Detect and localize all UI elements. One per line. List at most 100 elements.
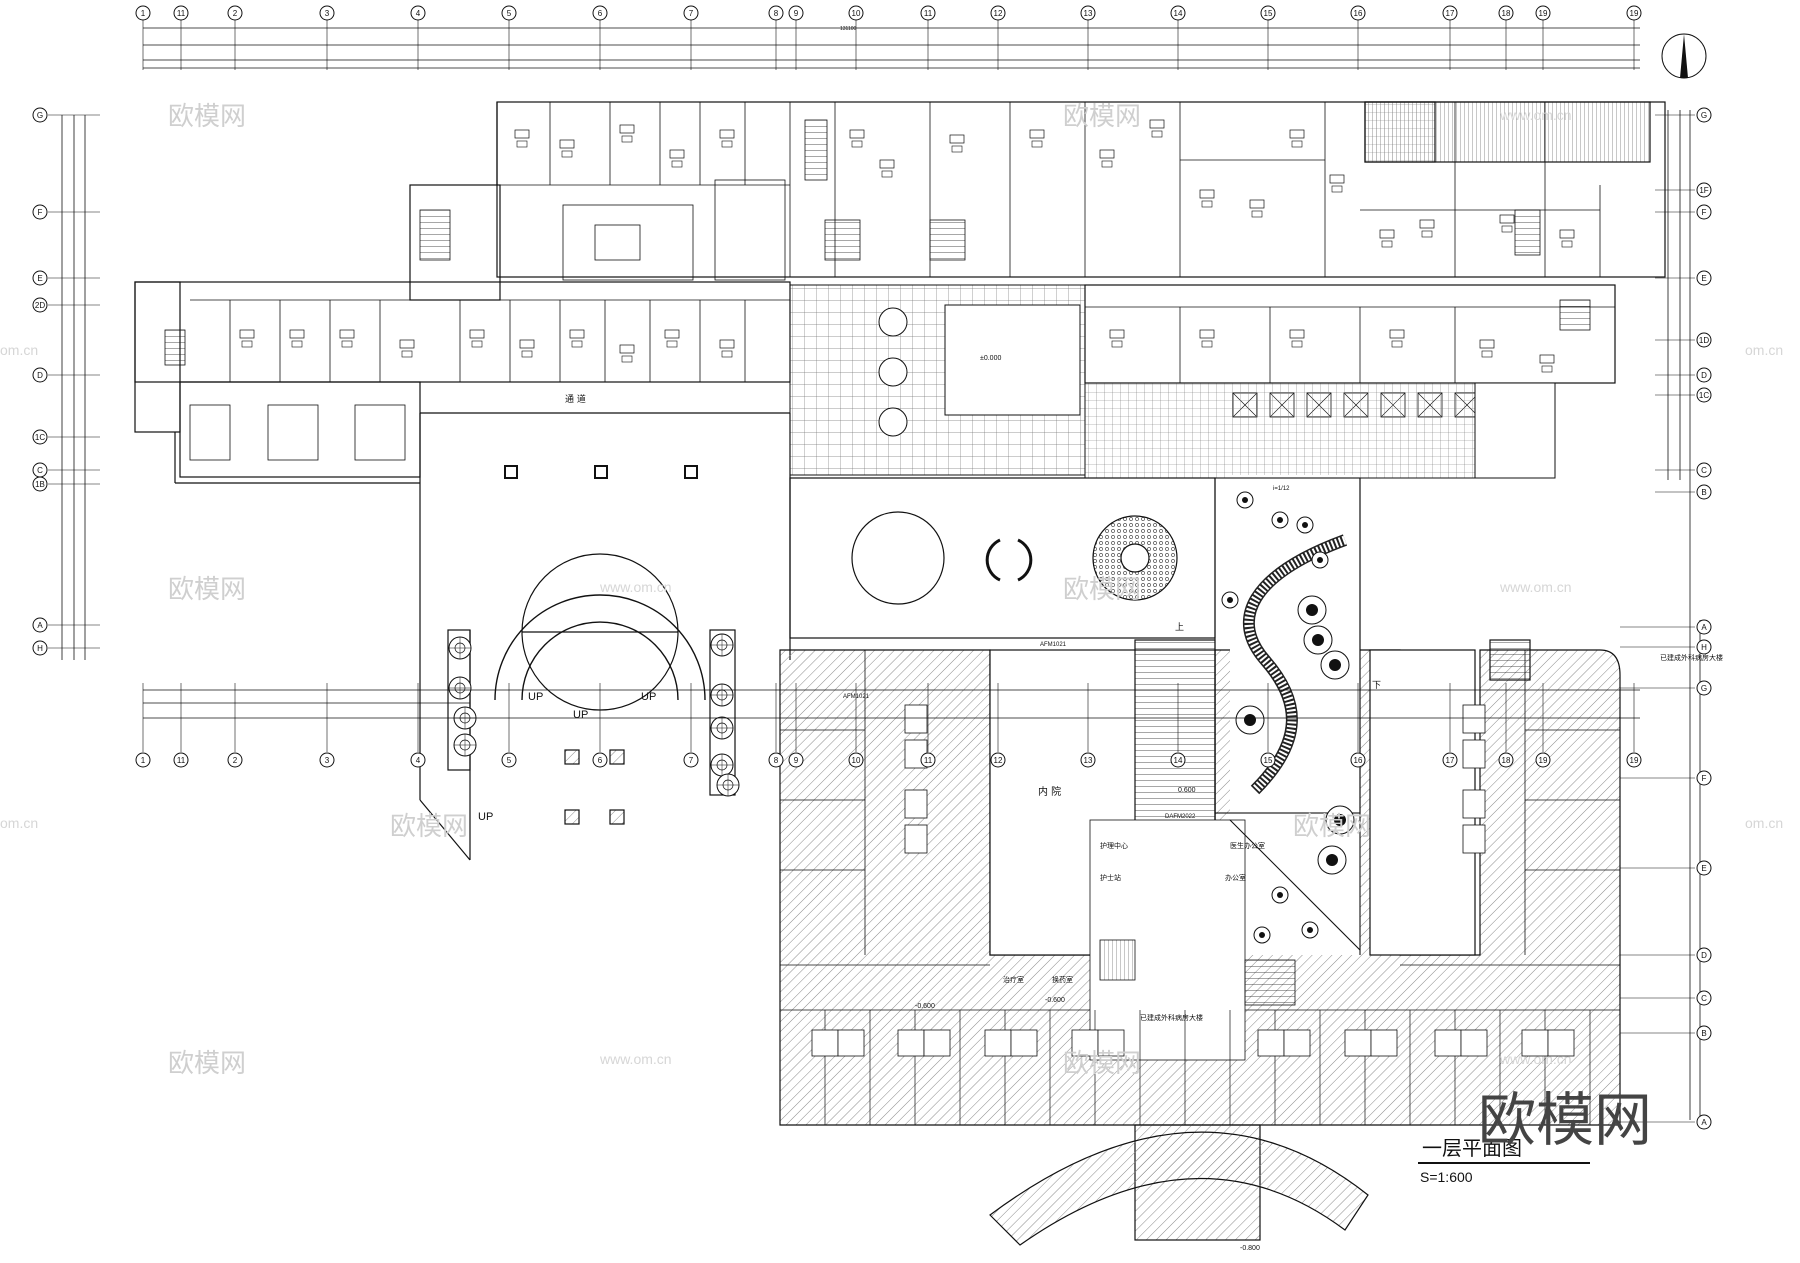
level-1: -0.600 (1045, 997, 1065, 1004)
watermark-url-5: www.om.cn (1499, 1051, 1572, 1067)
right-grid-bubble-label: E (1701, 274, 1706, 283)
courtyard-label: 内 院 (1038, 785, 1061, 798)
lower-grid-bubble: 18 (1498, 752, 1514, 768)
right-lower-grid-bubble-label: E (1701, 864, 1706, 873)
top-grid-bubble: 14 (1170, 5, 1186, 21)
top-grid-bubble-label: 13 (1084, 9, 1093, 18)
right-lower-grid-bubble: A (1696, 619, 1712, 635)
lower-grid-bubble-label: 17 (1446, 756, 1455, 765)
left-grid-bubble: G (32, 107, 48, 123)
left-grid-bubble: F (32, 204, 48, 220)
right-lower-grid-bubble: F (1696, 770, 1712, 786)
lower-grid-bubble: 15 (1260, 752, 1276, 768)
right-grid-bubble: 1F (1696, 182, 1712, 198)
room-label-care: 护理中心 (1100, 841, 1128, 850)
lower-grid-bubble: 2 (227, 752, 243, 768)
lower-grid-bubble: 19 (1535, 752, 1551, 768)
lower-grid-bubble: 7 (683, 752, 699, 768)
right-dimension-lines (1667, 110, 1701, 1120)
top-dimension-lines (143, 27, 1640, 69)
top-grid-bubble-label: 7 (689, 9, 694, 18)
right-grid-bubble-label: 1F (1699, 186, 1708, 195)
lower-grid-bubble: 6 (592, 752, 608, 768)
watermarks: 欧模网 欧模网 欧模网 欧模网 欧模网 欧模网 欧模网 欧模网 欧模网 www.… (0, 102, 1783, 1154)
corridor-label: 通 道 (565, 393, 586, 405)
right-lower-grid-bubble: C (1696, 990, 1712, 1006)
up-label-4: UP (478, 811, 493, 823)
drawing-title: 一层平面图 (1422, 1136, 1522, 1160)
lower-grid-bubble: 14 (1170, 752, 1186, 768)
watermark-url-8: om.cn (1745, 342, 1783, 358)
north-arrow-icon (1661, 33, 1707, 79)
lower-grid-bubble-label: 9 (794, 756, 799, 765)
watermark-url-1: www.om.cn (599, 579, 672, 595)
right-lower-grid-bubble-label: D (1701, 951, 1707, 960)
watermark-url-7: om.cn (0, 815, 38, 831)
right-grid-bubble: 1D (1696, 332, 1712, 348)
room-label-nurse: 护士站 (1100, 873, 1121, 882)
left-grid-bubble: 2D (32, 297, 48, 313)
right-lower-grid-bubble: A (1696, 1114, 1712, 1130)
room-label-doctor: 医生办公室 (1230, 841, 1265, 850)
left-grid-bubble-label: H (37, 644, 43, 653)
left-grid-bubble-label: F (38, 208, 43, 217)
top-grid-bubble: 11 (920, 5, 936, 21)
right-grid-bubble-label: 1C (1699, 391, 1709, 400)
lower-grid-bubble: 9 (788, 752, 804, 768)
lower-grid-bubble-label: 11 (924, 756, 933, 765)
top-grid-bubble-label: 12 (994, 9, 1003, 18)
right-lower-grid-bubble: E (1696, 860, 1712, 876)
watermark-url-3: www.om.cn (1499, 107, 1572, 123)
left-grid-bubble: C (32, 462, 48, 478)
right-grid-bubble: 1C (1696, 387, 1712, 403)
east-upper-rooms (1085, 306, 1615, 383)
top-grid-bubble-label: 16 (1354, 9, 1363, 18)
lower-grid-bubble-label: 10 (852, 756, 861, 765)
watermark-logo-4: 欧模网 (390, 812, 468, 842)
top-grid-bubble: 15 (1260, 5, 1276, 21)
lower-grid-bubble-label: 7 (689, 756, 694, 765)
right-grid-bubble: C (1696, 462, 1712, 478)
lower-grid-bubble-label: 2 (233, 756, 238, 765)
room-label-dressing: 换药室 (1052, 975, 1073, 984)
lower-grid-bubble: 11 (920, 752, 936, 768)
door-code-1: AFM1021 (1040, 642, 1067, 648)
lower-grid-bubble-label: 19 (1630, 756, 1639, 765)
right-lower-grid-bubble-label: B (1701, 1029, 1706, 1038)
existing-building-label-right: 已建成外科病房大楼 (1660, 653, 1723, 662)
top-grid-bubble-label: 18 (1502, 9, 1511, 18)
right-grid-bubble: F (1696, 204, 1712, 220)
lower-grid-bubble: 1 (135, 752, 151, 768)
tree-symbols (448, 633, 740, 797)
left-grid-bubble-label: E (37, 274, 42, 283)
top-grid-bubble: 19 (1535, 5, 1551, 21)
lower-grid-bubble-label: 5 (507, 756, 512, 765)
top-grid-bubble: 16 (1350, 5, 1366, 21)
right-grid-bubble-label: 1D (1699, 336, 1709, 345)
lower-grid-bubble: 5 (501, 752, 517, 768)
lower-grid-bubble: 8 (768, 752, 784, 768)
top-grid-bubble: 3 (319, 5, 335, 21)
top-grid-bubble-label: 6 (598, 9, 603, 18)
watermark-url-4: www.om.cn (1499, 579, 1572, 595)
right-grid-bubble: G (1696, 107, 1712, 123)
top-grid-bubble-label: 11 (924, 9, 933, 18)
right-lower-grid-bubble-label: H (1701, 643, 1707, 652)
top-grid-bubble: 7 (683, 5, 699, 21)
slope-label: i=1/12 (1273, 486, 1290, 492)
lower-grid-bubble: 10 (848, 752, 864, 768)
lower-grid-bubble: 3 (319, 752, 335, 768)
right-grid-bubble: E (1696, 270, 1712, 286)
watermark-logo-1: 欧模网 (168, 102, 246, 132)
top-grid-bubble: 9 (788, 5, 804, 21)
top-grid-bubble: 12 (990, 5, 1006, 21)
lower-grid-bubble: 17 (1442, 752, 1458, 768)
top-grid-bubble-label: 9 (794, 9, 799, 18)
top-grid-bubble: 17 (1442, 5, 1458, 21)
left-grid-bubble: D (32, 367, 48, 383)
main-lobby (789, 477, 1216, 639)
total-dimension: 131100 (840, 26, 857, 32)
lower-grid-bubble-label: 3 (325, 756, 330, 765)
